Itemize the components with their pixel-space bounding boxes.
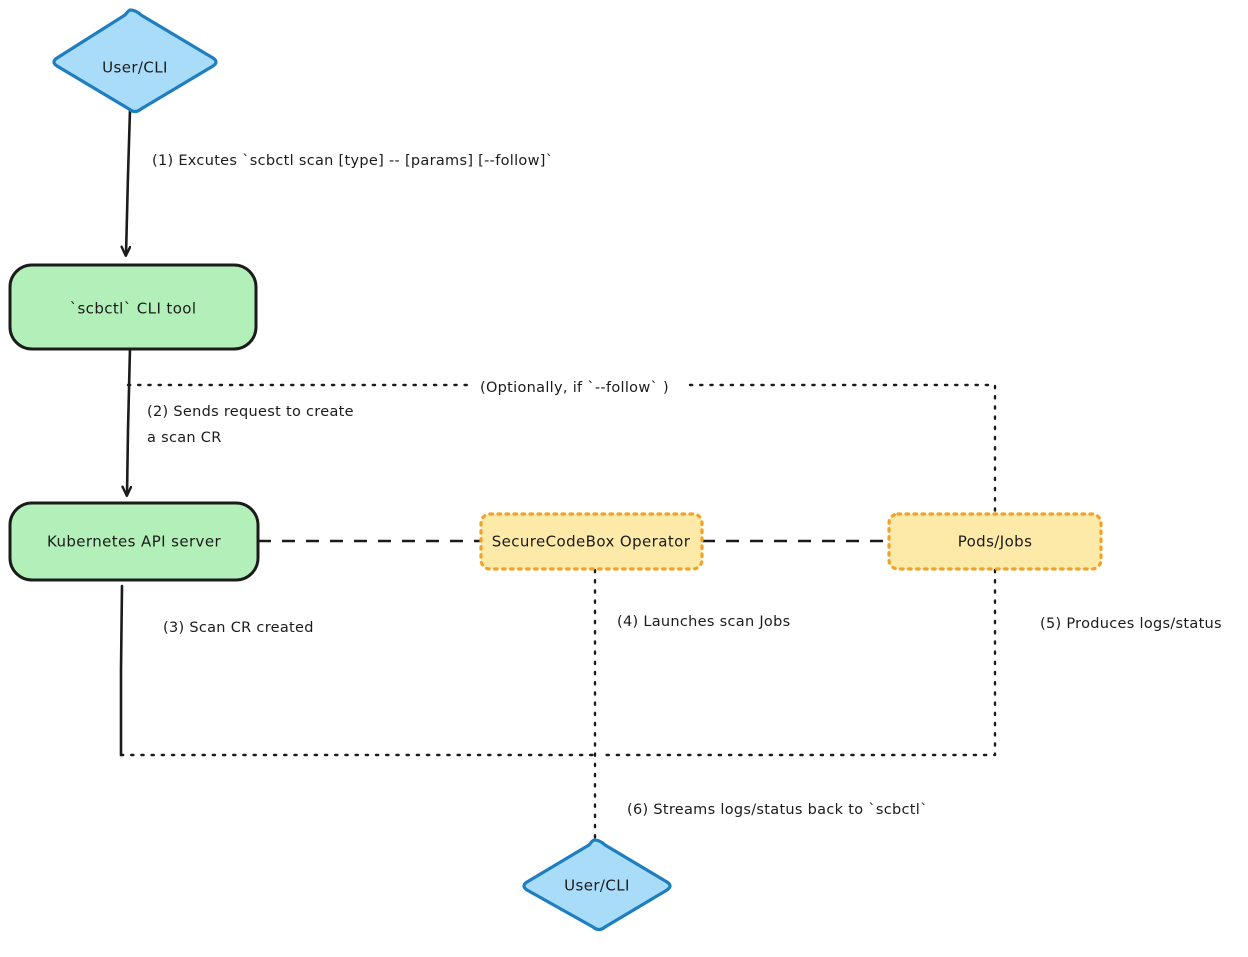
edge-5-pods-to-return — [598, 568, 997, 757]
node-scbctl-cli-tool[interactable]: `scbctl` CLI tool — [8, 263, 258, 351]
edge-6-label: (6) Streams logs/status back to `scbctl` — [627, 802, 928, 818]
edge-5-label: (5) Produces logs/status — [1040, 616, 1222, 632]
node-securecodebox-operator[interactable]: SecureCodeBox Operator — [479, 512, 704, 571]
edge-1-user-to-scbctl — [126, 108, 132, 255]
node-user-cli-bottom[interactable]: User/CLI — [522, 838, 672, 932]
edge-4-label: (4) Launches scan Jobs — [617, 614, 790, 630]
node-user-cli-top[interactable]: User/CLI — [52, 8, 218, 114]
node-kubernetes-api-server-label: Kubernetes API server — [47, 533, 221, 551]
node-user-cli-bottom-label: User/CLI — [564, 877, 630, 895]
edge-optional-follow-path — [126, 383, 997, 518]
node-pods-jobs-label: Pods/Jobs — [958, 533, 1033, 551]
edge-3-label: (3) Scan CR created — [163, 620, 314, 636]
node-securecodebox-operator-label: SecureCodeBox Operator — [492, 533, 691, 551]
edge-optional-follow-label: (Optionally, if `--follow` ) — [480, 380, 669, 396]
edge-3-api-to-user — [119, 584, 597, 757]
node-scbctl-cli-tool-label: `scbctl` CLI tool — [70, 300, 197, 318]
edge-2-scbctl-to-api — [127, 346, 130, 495]
edge-1-label: (1) Excutes `scbctl scan [type] -- [para… — [152, 153, 553, 169]
edge-2-label-line2: a scan CR — [147, 430, 222, 446]
node-pods-jobs[interactable]: Pods/Jobs — [887, 512, 1103, 571]
node-kubernetes-api-server[interactable]: Kubernetes API server — [8, 501, 260, 582]
edge-2-label-line1: (2) Sends request to create — [147, 404, 354, 420]
node-user-cli-top-label: User/CLI — [102, 59, 168, 77]
